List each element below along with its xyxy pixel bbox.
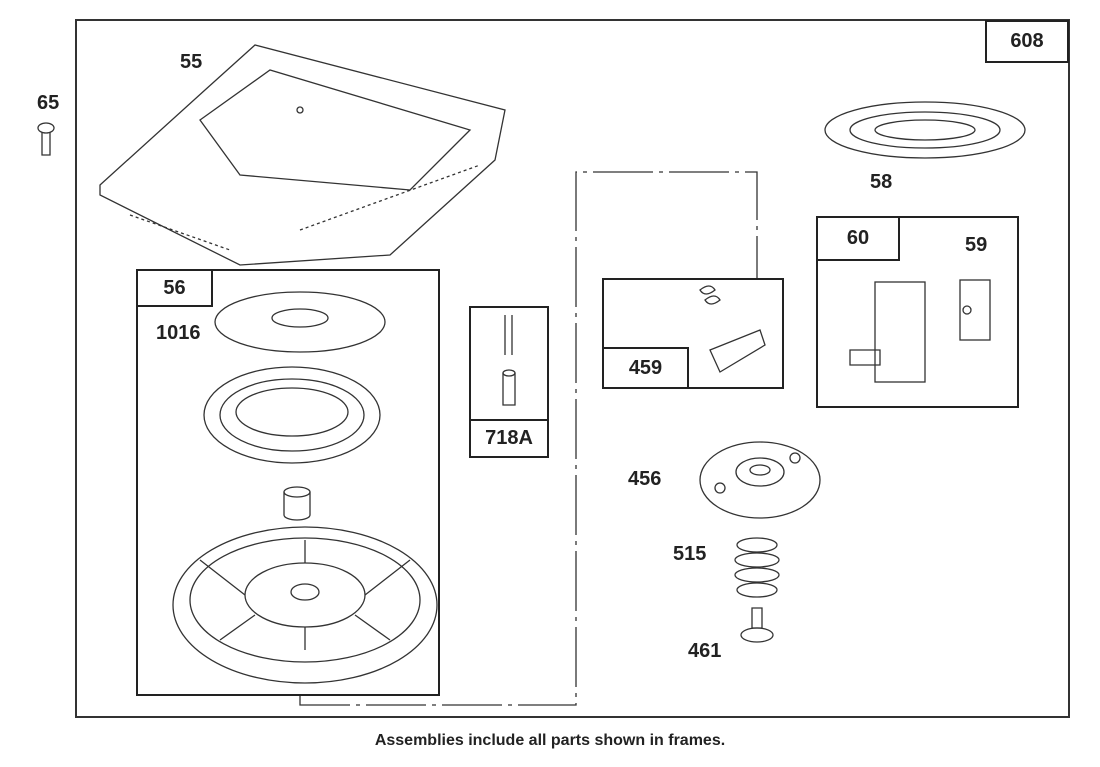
frame-label-718a: 718A xyxy=(469,419,549,458)
starter-rope-drawing xyxy=(824,101,1026,159)
frame-459 xyxy=(602,278,784,389)
starter-cup-drawing xyxy=(699,441,821,519)
caption: Assemblies include all parts shown in fr… xyxy=(374,732,726,749)
part-label-55: 55 xyxy=(180,51,203,73)
part-label-59: 59 xyxy=(965,234,988,256)
rewind-spring-drawing xyxy=(203,366,381,464)
pulley-drawing xyxy=(172,526,438,684)
part-label-461: 461 xyxy=(688,640,722,662)
frame-label-459: 459 xyxy=(602,347,689,389)
blower-housing-drawing xyxy=(99,44,506,266)
part-label-456: 456 xyxy=(628,468,662,490)
bolt-drawing xyxy=(37,122,55,156)
part-label-65: 65 xyxy=(37,92,60,114)
outer-frame xyxy=(75,19,1070,718)
screw-drawing xyxy=(740,607,774,643)
part-label-1016: 1016 xyxy=(156,322,201,344)
washer-drawing xyxy=(214,291,386,353)
frame-label-60: 60 xyxy=(816,216,900,261)
part-label-515: 515 xyxy=(673,543,707,565)
frame-56 xyxy=(136,269,440,696)
frame-60 xyxy=(816,216,1019,408)
assembly-dashed-line xyxy=(299,171,758,706)
compression-spring-drawing xyxy=(734,537,780,598)
grommet-drawing xyxy=(849,279,991,383)
pawl-spring-drawing xyxy=(699,285,766,373)
pin-drawing xyxy=(502,315,516,406)
bushing-drawing xyxy=(283,486,311,521)
part-label-58: 58 xyxy=(870,171,893,193)
frame-label-608: 608 xyxy=(985,20,1069,63)
frame-label-56: 56 xyxy=(136,269,213,307)
